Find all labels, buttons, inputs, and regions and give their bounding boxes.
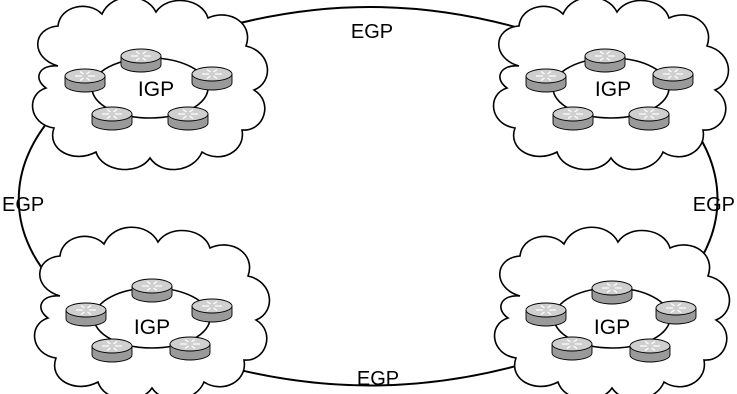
- router-icon: [131, 278, 173, 303]
- router-icon: [91, 338, 133, 363]
- router-icon: [552, 106, 594, 131]
- router-icon: [551, 336, 593, 361]
- router-icon: [169, 336, 211, 361]
- cloud-bottom-left: IGP: [33, 226, 271, 394]
- router-icon: [525, 302, 567, 327]
- router-icon: [191, 66, 233, 91]
- router-icon: [65, 302, 107, 327]
- router-icon: [191, 298, 233, 323]
- router-icon: [628, 106, 670, 131]
- egp-label-bottom: EGP: [357, 368, 399, 390]
- router-icon: [591, 280, 633, 305]
- igp-label: IGP: [595, 78, 631, 101]
- egp-label-left: EGP: [2, 194, 44, 216]
- router-icon: [167, 106, 209, 131]
- router-icon: [584, 48, 626, 73]
- router-icon: [120, 48, 162, 73]
- router-icon: [655, 300, 697, 325]
- igp-label: IGP: [138, 78, 174, 101]
- router-icon: [525, 68, 567, 93]
- cloud-top-left: IGP: [31, 0, 269, 171]
- cloud-bottom-right: IGP: [493, 226, 731, 394]
- router-icon: [64, 68, 106, 93]
- router-icon: [91, 106, 133, 131]
- igp-label: IGP: [134, 316, 170, 339]
- cloud-top-right: IGP: [492, 0, 730, 171]
- egp-label-right: EGP: [693, 194, 735, 216]
- egp-label-top: EGP: [351, 21, 393, 43]
- router-icon: [629, 338, 671, 363]
- router-icon: [652, 66, 694, 91]
- igp-label: IGP: [594, 316, 630, 339]
